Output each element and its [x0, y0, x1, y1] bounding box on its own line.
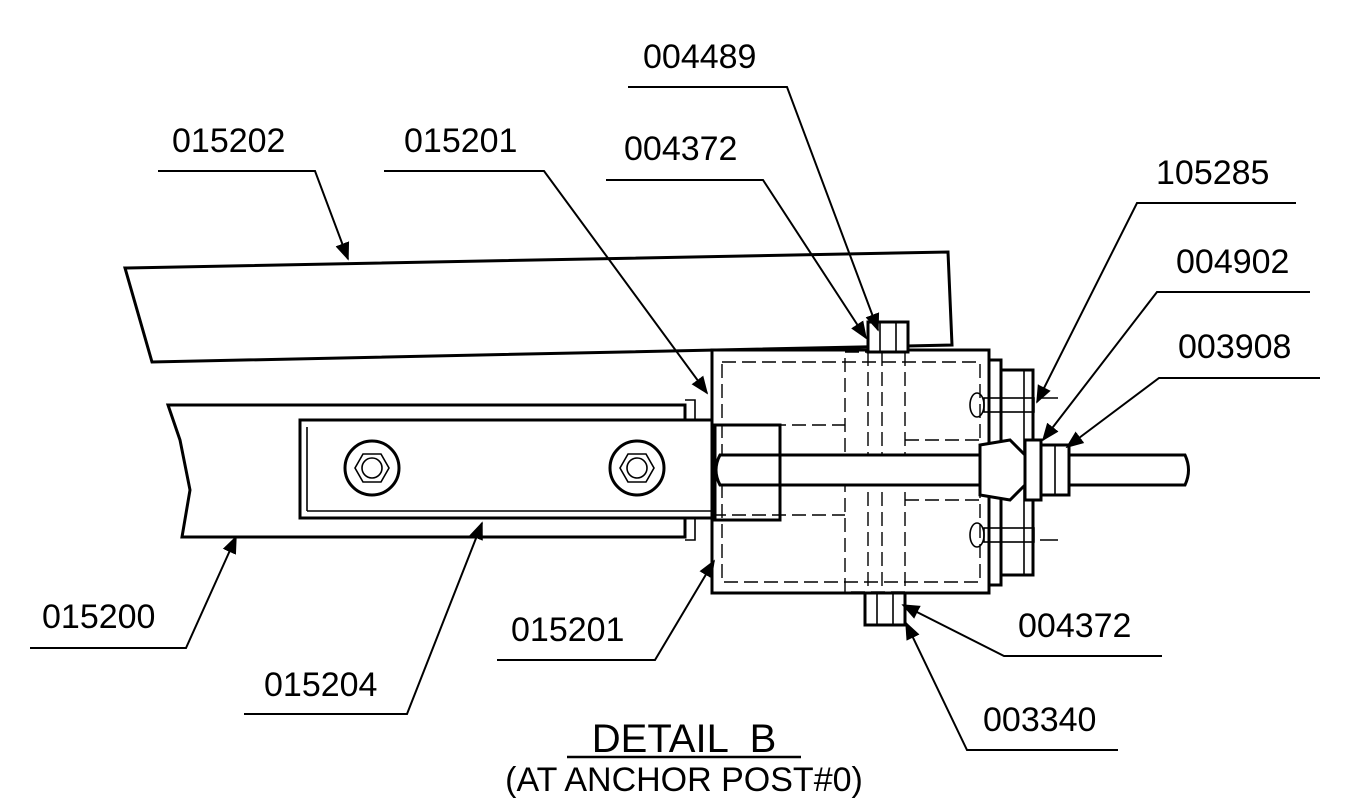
label-004902: 004902	[1176, 243, 1289, 281]
label-105285: 105285	[1156, 154, 1269, 192]
label-015204: 015204	[264, 666, 377, 704]
label-015200: 015200	[42, 598, 155, 636]
detail-title: DETAIL B	[592, 717, 777, 761]
label-015201-top: 015201	[404, 122, 517, 160]
label-004372-top: 004372	[624, 130, 737, 168]
splice-bolt-right	[608, 439, 666, 497]
label-015201-bottom: 015201	[511, 611, 624, 649]
label-003908: 003908	[1178, 328, 1291, 366]
label-004372-bottom: 004372	[1018, 607, 1131, 645]
label-004489: 004489	[643, 38, 756, 76]
detail-subtitle: (AT ANCHOR POST#0)	[505, 761, 863, 799]
part-015202-upper-rail	[123, 250, 954, 364]
bolt-nut-bottom	[863, 591, 907, 627]
bolt-head-top	[866, 320, 910, 354]
splice-bolt-left	[343, 439, 401, 497]
label-015202: 015202	[172, 122, 285, 160]
leader-lines	[30, 86, 1320, 751]
label-003340: 003340	[983, 701, 1096, 739]
anchor-rod	[713, 423, 1190, 522]
